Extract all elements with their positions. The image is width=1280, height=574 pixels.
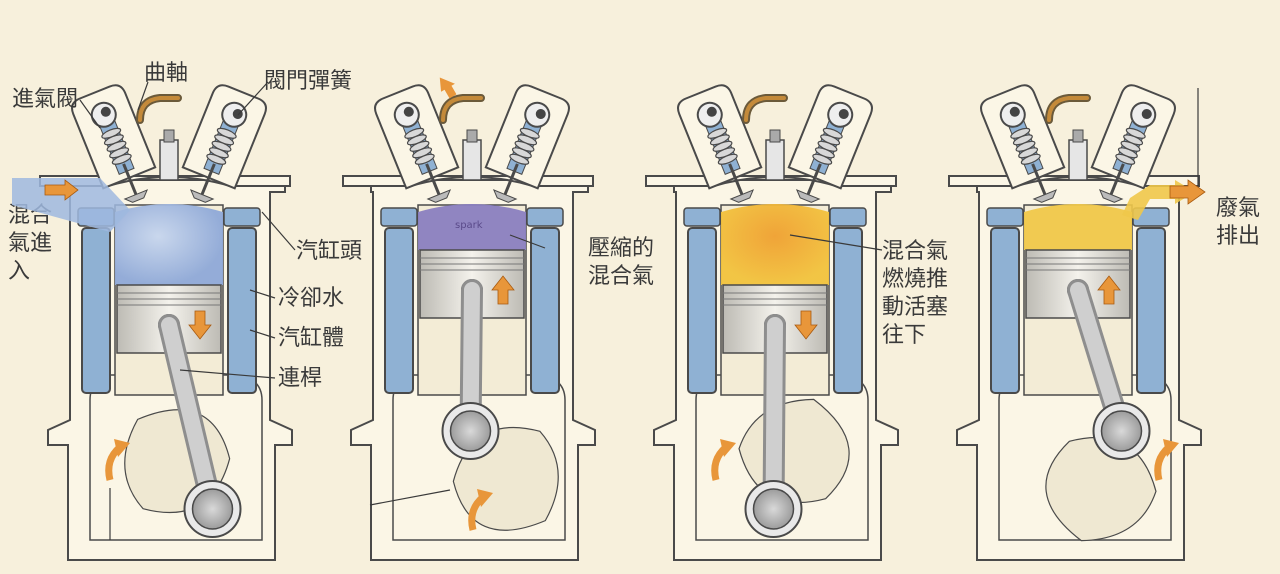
label-exhaust-2: 排出 [1216, 224, 1260, 249]
label-camshaft: 曲軸 [144, 61, 188, 86]
coolant-jacket-left [687, 227, 717, 394]
label-power-1: 混合氣 [882, 239, 948, 264]
exhaust-valve [1090, 84, 1176, 203]
intake-flow [12, 77, 1206, 232]
piston-down-arrow-icon [188, 310, 212, 340]
intake-valve [374, 84, 460, 203]
crank-pin [1100, 410, 1143, 452]
coolant-jacket-left [81, 227, 111, 394]
label-coolant: 冷卻水 [278, 286, 344, 311]
label-cylinder-head: 汽缸頭 [296, 239, 362, 264]
exhaust-valve [484, 84, 570, 203]
intake-valve [980, 84, 1066, 203]
spark-plug-icon [159, 139, 179, 181]
chamber-intake_mixture [115, 204, 223, 285]
label-spark: spark [455, 220, 483, 231]
engine-compression-stroke [342, 84, 596, 561]
label-exhaust-1: 廢氣 [1216, 196, 1260, 221]
piston-down-arrow-icon [794, 310, 818, 340]
arrow-intake-icon [44, 179, 79, 201]
label-intake-valve: 進氣閥 [12, 87, 78, 112]
spark-plug-icon [462, 139, 482, 181]
label-compressed-1: 壓縮的 [588, 236, 654, 261]
label-cylinder-block: 汽缸體 [278, 326, 344, 351]
coolant-jacket-right [227, 227, 257, 394]
spark-plug-icon [1068, 139, 1088, 181]
arrow-fuel-in-icon [439, 77, 457, 99]
leader-lines [79, 81, 1199, 540]
coolant-jacket-right [530, 227, 560, 394]
intake-valve [71, 84, 157, 203]
coolant-jacket-right [1136, 227, 1166, 394]
piston-up-arrow-icon [1097, 275, 1121, 305]
crank-pin [191, 488, 234, 530]
label-mixture-in-3: 入 [8, 259, 30, 284]
coolant-jacket-left [990, 227, 1020, 394]
intake-valve [677, 84, 763, 203]
engine-exhaust-stroke [948, 84, 1202, 561]
engine-power-stroke [645, 84, 899, 561]
spark-plug-icon [765, 139, 785, 181]
exhaust-valve [181, 84, 267, 203]
label-power-3: 動活塞 [882, 295, 948, 320]
arrow-exhaust-icon [1169, 179, 1206, 205]
exhaust-valve [787, 84, 873, 203]
chamber-exhaust_gas [1024, 204, 1132, 250]
label-connecting-rod: 連桿 [278, 366, 322, 391]
crank-pin [752, 488, 795, 530]
piston-up-arrow-icon [491, 275, 515, 305]
label-valve-spring: 閥門彈簧 [264, 69, 352, 94]
label-power-2: 燃燒推 [882, 267, 948, 292]
label-compressed-2: 混合氣 [588, 264, 654, 289]
labels: 進氣閥 曲軸 閥門彈簧 混合 氣進 入 汽缸頭 冷卻水 汽缸體 連桿 壓縮的 混… [8, 61, 1260, 391]
chamber-burning_mixture [721, 204, 829, 285]
crank-pin [449, 410, 492, 452]
coolant-jacket-left [384, 227, 414, 394]
chamber-compressed_mixture [418, 204, 526, 250]
coolant-jacket-right [833, 227, 863, 394]
label-mixture-in-2: 氣進 [8, 231, 52, 256]
engine-intake-stroke [39, 84, 293, 561]
label-power-4: 往下 [882, 323, 926, 348]
